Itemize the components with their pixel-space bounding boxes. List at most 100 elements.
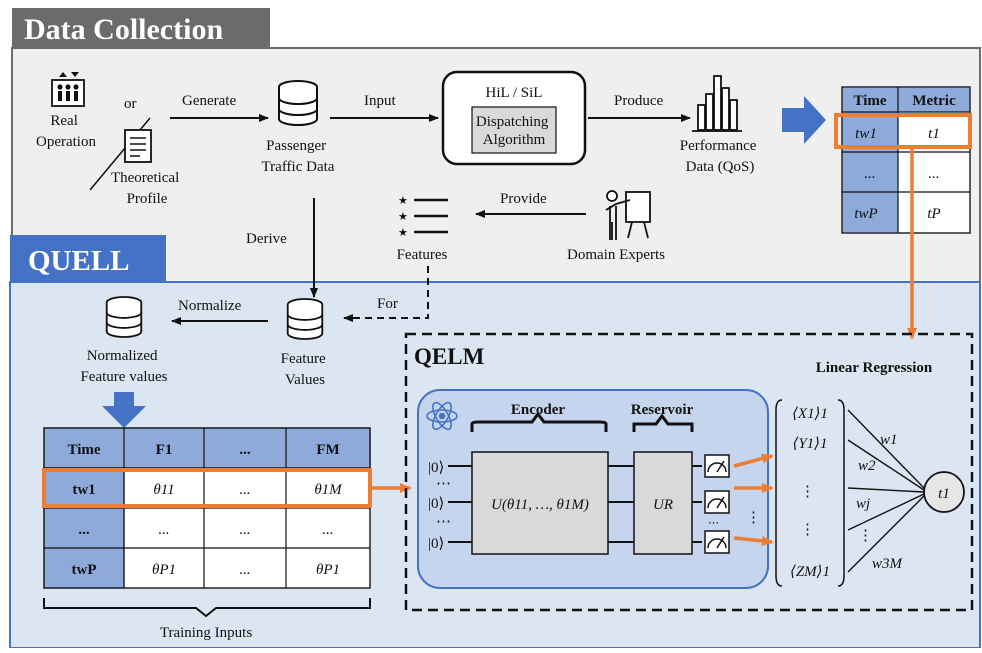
output-node	[923, 471, 965, 513]
expectation-zm: ⟨ZM⟩1	[790, 564, 830, 580]
encoder-gate	[471, 451, 609, 555]
data-collection-title: Data Collection	[24, 13, 223, 46]
measurement-icon	[704, 530, 730, 554]
training-row3-fm: θP1	[316, 562, 340, 578]
training-row3-mid: ...	[239, 562, 250, 578]
qubit-ket-3: |0⟩	[428, 536, 444, 552]
metric-highlight	[834, 113, 972, 149]
dispatching-algorithm-box	[471, 106, 557, 154]
theoretical-profile-label: Theoretical Profile	[111, 170, 183, 207]
training-header-time: Time	[67, 442, 100, 458]
training-row3-time: twP	[72, 562, 97, 578]
or-label: or	[124, 96, 137, 112]
reservoir-gate	[633, 451, 693, 555]
for-arrow	[343, 266, 429, 322]
weight-vdots: ⋮	[858, 528, 873, 544]
svg-text:★: ★	[398, 227, 408, 239]
real-operation-label: Real Operation	[36, 113, 96, 150]
training-row2-f1: ...	[158, 522, 169, 538]
passenger-traffic-data-label: Passenger Traffic Data	[262, 138, 335, 175]
hil-sil-label: HiL / SiL	[486, 85, 543, 101]
svg-text:★: ★	[398, 211, 408, 223]
quell-header	[10, 235, 166, 281]
normalized-database-icon	[105, 296, 143, 338]
big-blue-arrow	[782, 96, 826, 144]
training-row1-time: tw1	[72, 482, 95, 498]
passenger-traffic-database-icon	[278, 80, 318, 126]
training-row-highlight	[42, 468, 372, 508]
quell-title: QUELL	[28, 245, 130, 277]
reservoir-label: Reservoir	[631, 402, 694, 418]
features-label: Features	[397, 247, 448, 263]
domain-experts-label: Domain Experts	[567, 247, 665, 263]
document-list-icon	[124, 129, 152, 163]
metric-cell-time-2: ...	[864, 166, 875, 182]
metric-cell-metric-1: t1	[928, 126, 940, 142]
measurement-dots: ⋯	[708, 517, 719, 529]
for-label: For	[377, 296, 398, 312]
reservoir-brace	[632, 413, 694, 432]
expectation-x1: ⟨X1⟩1	[792, 406, 828, 422]
weight-wj: wj	[856, 496, 870, 512]
qubit-dots-1: ⋯	[436, 476, 451, 492]
performance-data-label: Performance Data (QoS)	[680, 138, 760, 175]
measure-arrow-3	[733, 535, 774, 546]
input-label: Input	[364, 93, 396, 109]
qubit-dots-2: ⋯	[436, 514, 451, 530]
provide-label: Provide	[500, 191, 547, 207]
reservoir-gate-label: UR	[653, 497, 673, 513]
presenter-icon	[605, 190, 651, 240]
bar-chart-icon	[692, 75, 742, 132]
vertical-dots: ⋮	[746, 510, 761, 526]
weight-w1: w1	[880, 432, 898, 448]
qubit-ket-1: |0⟩	[428, 460, 444, 476]
feature-list-icon: ★ ★ ★	[398, 195, 448, 239]
qubit-ket-2: |0⟩	[428, 496, 444, 512]
training-inputs-label: Training Inputs	[160, 625, 253, 641]
metric-cell-time-1: tw1	[855, 126, 877, 142]
metric-cell-metric-3: tP	[927, 206, 940, 222]
expectation-vdots-2: ⋮	[800, 522, 815, 538]
training-header-ellipsis: ...	[239, 442, 251, 458]
produce-label: Produce	[614, 93, 663, 109]
metric-table-header-metric: Metric	[912, 93, 956, 109]
metric-cell-metric-2: ...	[928, 166, 939, 182]
training-row2-mid: ...	[239, 522, 250, 538]
measurement-icon	[704, 490, 730, 514]
expectation-y1: ⟨Y1⟩1	[792, 436, 827, 452]
dispatching-algorithm-label: Dispatching Algorithm	[476, 114, 552, 148]
training-row1-f1: θ11	[153, 482, 174, 498]
qelm-dashed-box	[404, 332, 974, 612]
normalize-label: Normalize	[178, 298, 242, 314]
training-row1-fm: θ1M	[314, 482, 343, 498]
normalized-feature-values-label: Normalized Feature values	[80, 348, 167, 385]
metric-table-header-time: Time	[853, 93, 886, 109]
training-header-fm: FM	[316, 442, 339, 458]
training-row2-fm: ...	[322, 522, 333, 538]
training-row1-mid: ...	[239, 482, 250, 498]
training-header-f1: F1	[156, 442, 173, 458]
expectation-left-bracket	[775, 399, 783, 587]
feature-values-database-icon	[286, 298, 324, 340]
feature-values-label: Feature Values	[281, 351, 330, 388]
encoder-gate-label: U(θ11, …, θ1M)	[491, 497, 589, 513]
metric-cell-time-3: twP	[854, 206, 877, 222]
training-inputs-brace	[43, 598, 371, 618]
metric-table	[841, 86, 971, 234]
regression-edges	[847, 409, 925, 573]
generate-label: Generate	[182, 93, 236, 109]
encoder-label: Encoder	[511, 402, 566, 418]
weight-w3m: w3M	[872, 556, 904, 572]
training-row2-time: ...	[78, 522, 90, 538]
weight-w2: w2	[858, 458, 876, 474]
down-blue-arrow	[102, 392, 146, 428]
measure-arrow-1	[733, 453, 774, 468]
encoder-brace	[470, 411, 608, 432]
output-node-label: t1	[938, 486, 950, 502]
training-row3-f1: θP1	[152, 562, 176, 578]
expectation-right-bracket	[837, 399, 845, 587]
linear-regression-title: Linear Regression	[816, 360, 933, 376]
data-collection-header	[12, 8, 270, 48]
